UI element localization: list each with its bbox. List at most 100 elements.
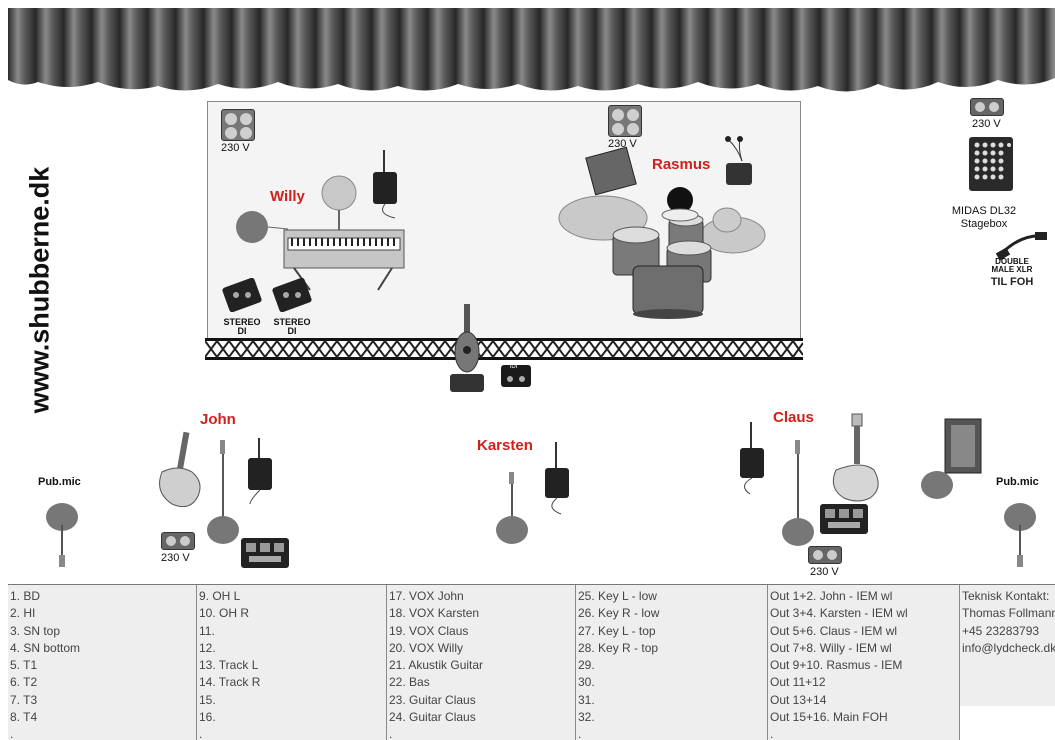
- contact-column: Teknisk Kontakt: Thomas Follmann +45 232…: [960, 585, 1055, 706]
- output-entry: Out 1+2. John - IEM wl: [770, 589, 893, 603]
- contact-email: info@lydcheck.dk: [962, 640, 1055, 655]
- channel-entry: 32.: [578, 710, 595, 725]
- stagebox-icon: [969, 137, 1013, 191]
- contact-heading: Teknisk Kontakt:: [962, 589, 1050, 603]
- channel-entry: 31.: [578, 692, 595, 707]
- output-entry: Out 5+6. Claus - IEM wl: [770, 623, 898, 638]
- pub-mic-icon: [1004, 503, 1036, 567]
- output-entry: Out 7+8. Willy - IEM wl: [770, 640, 892, 655]
- contact-phone: +45 23283793: [962, 623, 1040, 638]
- output-entry: .: [770, 727, 774, 740]
- channel-entry: 18. VOX Karsten: [389, 606, 480, 621]
- power-label: 230 V: [161, 552, 190, 564]
- acoustic-guitar-icon: [450, 304, 484, 392]
- guitar-amp-icon: [921, 418, 982, 499]
- channel-entry: .: [389, 727, 393, 740]
- channel-entry: 2. HI: [10, 606, 36, 621]
- di-box-icon: [501, 365, 531, 387]
- channel-column: 9. OH L 10. OH R 11. 12. 13. Track L 14.…: [197, 585, 387, 740]
- channel-entry: 13. Track L: [199, 658, 259, 673]
- drum-kit-icon: [558, 146, 766, 319]
- electric-guitar-icon: [832, 413, 879, 502]
- xlr-cable-icon: [995, 232, 1047, 260]
- output-entry: Out 15+16. Main FOH: [770, 710, 888, 725]
- output-entry: Out 13+14: [770, 692, 827, 707]
- channel-entry: 4. SN bottom: [10, 640, 81, 655]
- performer-name-claus: Claus: [773, 409, 814, 426]
- channel-entry: 22. Bas: [389, 675, 430, 690]
- pedalboard-icon: [820, 504, 868, 534]
- stereo-di-box-icon: [272, 278, 312, 312]
- channel-entry: 7. T3: [10, 692, 38, 707]
- power-outlet-icon: [808, 546, 842, 564]
- performer-name-rasmus: Rasmus: [652, 156, 711, 173]
- channel-entry: .: [578, 727, 582, 740]
- channel-entry: .: [10, 727, 14, 740]
- power-label: 230 V: [810, 566, 839, 578]
- pub-mic-label: Pub.mic: [996, 476, 1039, 488]
- channel-entry: 16.: [199, 710, 216, 725]
- channel-entry: 30.: [578, 675, 595, 690]
- di-small-label: iDI: [510, 364, 518, 370]
- channel-entry: 6. T2: [10, 675, 38, 690]
- channel-entry: 19. VOX Claus: [389, 623, 469, 638]
- channel-entry: 25. Key L - low: [578, 589, 657, 603]
- microphone-stand-icon: [782, 440, 814, 546]
- stereo-di-box-icon: [222, 278, 262, 312]
- channel-column: 17. VOX John 18. VOX Karsten 19. VOX Cla…: [387, 585, 576, 740]
- channel-entry: 27. Key L - top: [578, 623, 656, 638]
- power-outlet-icon: [161, 532, 195, 550]
- microphone-stand-icon: [207, 440, 239, 544]
- output-column: Out 1+2. John - IEM wl Out 3+4. Karsten …: [768, 585, 960, 740]
- performer-name-willy: Willy: [270, 188, 305, 205]
- performer-name-karsten: Karsten: [477, 437, 533, 454]
- stage-truss: [205, 338, 803, 360]
- channel-entry: 21. Akustik Guitar: [389, 658, 484, 673]
- power-outlet-icon: [608, 105, 642, 137]
- in-ear-monitor-icon: [725, 136, 752, 185]
- output-entry: Out 3+4. Karsten - IEM wl: [770, 606, 908, 621]
- pub-mic-label: Pub.mic: [38, 476, 81, 488]
- channel-entry: 12.: [199, 640, 216, 655]
- channel-entry: .: [199, 727, 203, 740]
- channel-entry: 26. Key R - low: [578, 606, 660, 621]
- channel-entry: 15.: [199, 692, 216, 707]
- power-label: 230 V: [221, 142, 250, 154]
- channel-entry: 10. OH R: [199, 606, 250, 621]
- iem-receiver-icon: [373, 150, 397, 219]
- channel-entry: 5. T1: [10, 658, 38, 673]
- channel-entry: 28. Key R - top: [578, 640, 659, 655]
- channel-entry: 9. OH L: [199, 589, 241, 603]
- channel-entry: 17. VOX John: [389, 589, 464, 603]
- channel-entry: 24. Guitar Claus: [389, 710, 476, 725]
- power-outlet-icon: [970, 98, 1004, 116]
- channel-entry: 1. BD: [10, 589, 41, 603]
- pub-mic-icon: [46, 503, 78, 567]
- keyboard-setup-icon: [236, 175, 405, 291]
- channel-entry: 8. T4: [10, 710, 38, 725]
- bass-guitar-icon: [159, 431, 201, 508]
- power-label: 230 V: [608, 138, 637, 150]
- stage-curtain: [8, 8, 1055, 92]
- iem-receiver-icon: [248, 438, 272, 505]
- channel-list: 1. BD 2. HI 3. SN top 4. SN bottom 5. T1…: [8, 584, 1055, 740]
- cable-destination: TIL FOH: [990, 276, 1034, 288]
- contact-name: Thomas Follmann: [962, 606, 1055, 621]
- channel-column: 25. Key L - low 26. Key R - low 27. Key …: [576, 585, 768, 740]
- channel-entry: 23. Guitar Claus: [389, 692, 476, 707]
- microphone-stand-icon: [496, 472, 528, 544]
- channel-column: 1. BD 2. HI 3. SN top 4. SN bottom 5. T1…: [8, 585, 197, 740]
- channel-entry: 3. SN top: [10, 623, 61, 638]
- power-label: 230 V: [972, 118, 1001, 130]
- output-entry: Out 9+10. Rasmus - IEM: [770, 658, 903, 673]
- iem-receiver-icon: [545, 442, 569, 515]
- site-url: www.shubberne.dk: [24, 166, 55, 414]
- channel-entry: 29.: [578, 658, 595, 673]
- channel-entry: 14. Track R: [199, 675, 261, 690]
- power-outlet-icon: [221, 109, 255, 141]
- pedalboard-icon: [241, 538, 289, 568]
